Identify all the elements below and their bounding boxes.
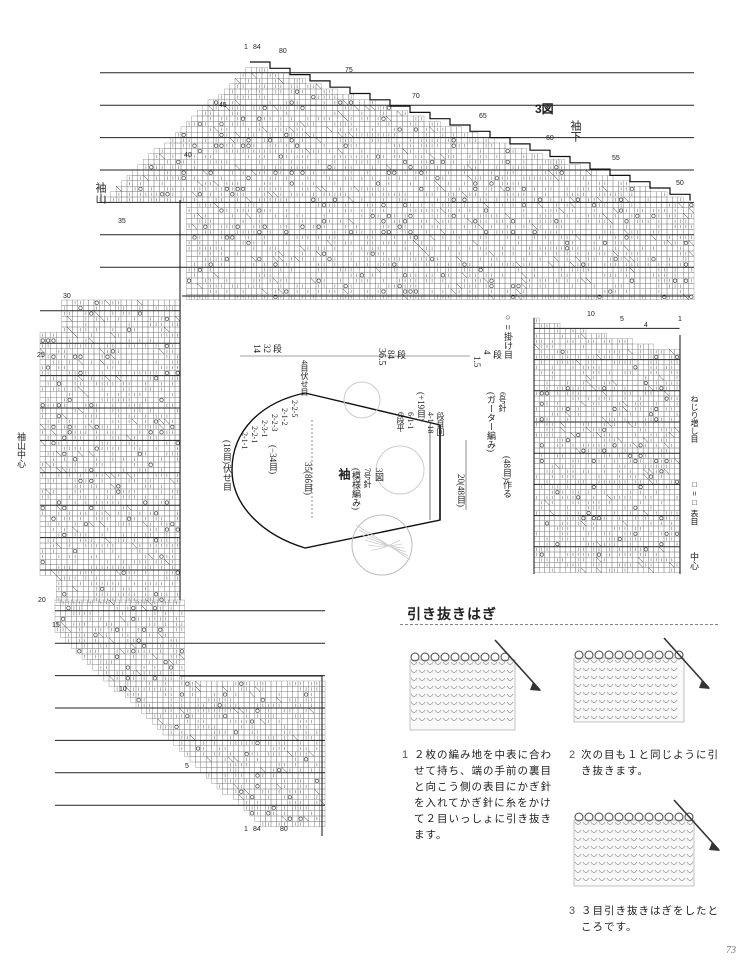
inc-seq: 4-1-18: [426, 412, 435, 434]
sleeve-schematic: [231, 355, 470, 576]
row-marker: 5: [185, 763, 189, 770]
row-marker: 35: [118, 218, 126, 225]
divider: [400, 624, 718, 625]
row-marker: 80: [280, 826, 288, 833]
row-marker: 70: [412, 93, 420, 100]
row-marker: 50: [676, 180, 684, 187]
sleeve-cap-chart-center: [39, 200, 181, 603]
row-marker: 45: [219, 102, 227, 109]
dim-rows2: 段: [272, 344, 282, 353]
step-line: ３目引き抜きはぎをしたと: [581, 906, 719, 917]
step1-text: ２枚の編み地を中表に合わせて持ち、端の手前の裏目と向こう側の表目にかぎ針を入れて…: [414, 748, 552, 844]
row-marker: 25: [37, 352, 45, 359]
seq-label: 4目伏せ目: [300, 360, 309, 396]
center-label: 中心: [689, 552, 699, 570]
row-marker: 65: [479, 113, 487, 120]
step-line: て２目いっしょに引き抜き: [414, 814, 552, 825]
cap-center-label: 袖山中心: [16, 432, 26, 468]
row-marker: 84: [253, 826, 261, 833]
decrease-label: (−34目): [268, 445, 278, 475]
bindoff-label: (18目)伏せ目: [222, 440, 232, 491]
row-marker: 55: [612, 155, 620, 162]
legend-knit: □ = □ 表目: [690, 480, 699, 526]
underarm-chart: [533, 317, 681, 574]
step-line: と向こう側の表目にかぎ針: [414, 782, 552, 793]
row-marker: 5: [620, 316, 624, 323]
seq-label: 2-2-5: [290, 400, 299, 418]
step-line: ます。: [414, 830, 448, 841]
inc-seq: 段目回: [436, 412, 445, 436]
underarm-label: 袖下: [569, 120, 581, 142]
sleeve-cap-chart-top: [99, 61, 695, 300]
dim-rows: 段: [396, 350, 406, 359]
dim-4: 4: [482, 350, 492, 355]
row-marker: 1: [678, 316, 682, 323]
step3-text: ３目引き抜きはぎをしたところです。: [581, 904, 719, 936]
dim-20: 20(48目): [456, 474, 466, 507]
pattern-label: (模様編み): [351, 468, 361, 510]
needle-6: 6号針: [498, 392, 507, 412]
step-line: を入れてかぎ針に糸をかけ: [414, 798, 552, 809]
dim-1-5: 1.5: [472, 356, 482, 368]
step-line: ころです。: [581, 922, 638, 933]
step-line: 次の目も１と同じように引: [581, 750, 719, 761]
row-marker: 75: [345, 67, 353, 74]
row-marker: 80: [279, 48, 287, 55]
step2-text: 次の目も１と同じように引き抜きます。: [581, 748, 719, 780]
inc-seq: 6段平: [396, 412, 405, 432]
fig-ref: 3図: [374, 468, 384, 482]
page-number: 73: [726, 945, 736, 956]
inc-seq: 6-1-1: [406, 412, 415, 430]
row-marker: 40: [184, 152, 192, 159]
step3-number: 3: [569, 905, 576, 917]
seq-label: 2-3-1: [260, 420, 269, 438]
step-line: き抜きます。: [581, 766, 649, 777]
sleeve-cap-label: 袖山: [94, 182, 106, 204]
seq-label: 2-1-2: [280, 408, 289, 426]
needle-7: 7号針: [363, 468, 372, 488]
row-marker: 84: [253, 44, 261, 51]
step1-illustration: [409, 639, 541, 731]
technique-title: 引き抜きはぎ: [407, 606, 497, 622]
row-marker: 10: [587, 311, 595, 318]
step-line: せて持ち、端の手前の裏目: [414, 766, 552, 777]
legend-yarn-over: ○ = 掛け目: [503, 312, 513, 360]
figure-number: 3図: [535, 102, 554, 116]
row-marker: 30: [63, 293, 71, 300]
dim-14: 14: [252, 344, 262, 353]
step-line: ２枚の編み地を中表に合わ: [414, 750, 552, 761]
dim-rows3: 段: [492, 350, 502, 359]
row-marker: 10: [119, 686, 127, 693]
step2-illustration: [573, 637, 710, 723]
step3-illustration: [573, 799, 720, 887]
row-marker: 60: [546, 135, 554, 142]
seq-label: 2-1-1: [240, 432, 249, 450]
legend-twist-inc: ねじり増し目: [690, 395, 699, 443]
row-marker: 1: [244, 826, 248, 833]
row-marker: 15: [52, 622, 60, 629]
dim-84: 84: [386, 350, 396, 359]
garter-label: (ガーター編み): [486, 392, 496, 452]
sleeve-cap-chart-bottom: [54, 599, 326, 836]
row-marker: 1: [244, 44, 248, 51]
seq-label: 2-2-1: [250, 426, 259, 444]
dim-36-5: 36.5: [376, 348, 387, 366]
dim-32: 32: [262, 344, 272, 353]
step2-number: 2: [569, 749, 576, 761]
cast-on: (48目)作る: [502, 456, 512, 498]
dim-35: 35(86目): [303, 462, 313, 495]
seq-label: 2-2-3: [270, 414, 279, 432]
row-marker: 4: [644, 322, 648, 329]
row-marker: 20: [38, 597, 46, 604]
step1-number: 1: [402, 749, 409, 761]
increase-label: (+19目): [416, 392, 426, 422]
sleeve-title: 袖: [337, 468, 351, 480]
